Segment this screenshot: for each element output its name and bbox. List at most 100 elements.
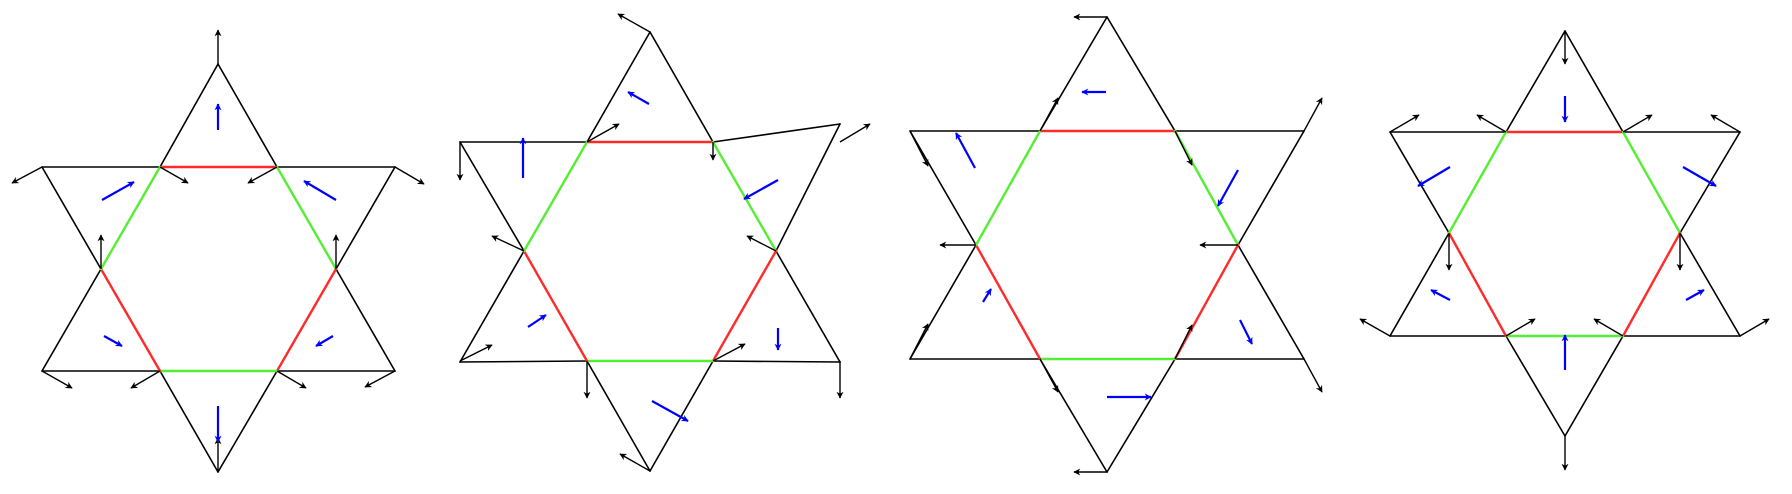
spin-arrow-blue bbox=[651, 400, 689, 422]
star-2 bbox=[456, 13, 871, 472]
star-outline-edge bbox=[41, 166, 102, 270]
spin-arrow-black bbox=[159, 166, 189, 184]
star-outline-edge bbox=[649, 360, 714, 472]
spin-arrow-black bbox=[1505, 318, 1536, 337]
spin-arrow-blue bbox=[1430, 289, 1451, 301]
green-bond bbox=[711, 140, 778, 253]
star-outline-edge bbox=[775, 123, 841, 252]
star-outline-edge bbox=[159, 370, 219, 473]
spin-arrow-blue bbox=[303, 180, 337, 201]
star-outline-edge bbox=[909, 130, 977, 246]
star-outline-edge bbox=[1679, 232, 1741, 337]
star-outline-edge bbox=[335, 166, 396, 270]
green-bond bbox=[522, 140, 589, 253]
spin-arrow-black bbox=[746, 235, 777, 252]
spin-arrow-black bbox=[276, 370, 307, 389]
spin-arrow-black bbox=[1389, 114, 1420, 133]
star-4 bbox=[1359, 30, 1770, 471]
spin-arrow-black bbox=[459, 344, 493, 362]
spin-arrow-black bbox=[11, 166, 43, 184]
star-outline-edge bbox=[1505, 335, 1566, 437]
star-outline-edge bbox=[217, 370, 278, 473]
spin-arrow-black bbox=[1174, 324, 1193, 360]
star-outline-edge bbox=[459, 141, 525, 252]
spin-arrow-blue bbox=[527, 314, 547, 328]
spin-arrow-blue bbox=[1685, 289, 1705, 301]
spin-arrow-black bbox=[1739, 318, 1770, 337]
star-outline-edge bbox=[1389, 232, 1450, 337]
red-bond bbox=[974, 243, 1042, 361]
star-1 bbox=[11, 29, 425, 473]
spin-arrow-blue bbox=[955, 132, 976, 169]
spin-arrow-black bbox=[909, 130, 929, 167]
star-outline-edge bbox=[459, 360, 588, 363]
spin-arrow-black bbox=[617, 13, 651, 33]
spin-arrow-black bbox=[839, 123, 871, 143]
star-outline-edge bbox=[217, 63, 278, 168]
star-outline-edge bbox=[1237, 244, 1305, 360]
spin-arrow-black bbox=[1593, 318, 1624, 337]
green-bond bbox=[99, 165, 162, 271]
spin-arrow-black bbox=[619, 453, 651, 472]
green-bond bbox=[1447, 130, 1508, 235]
red-bond bbox=[711, 249, 778, 363]
spin-arrow-black bbox=[491, 235, 525, 252]
spin-arrow-black bbox=[1174, 130, 1193, 166]
spin-arrow-black bbox=[586, 123, 620, 143]
spin-arrow-black bbox=[712, 343, 746, 362]
green-bond bbox=[974, 129, 1042, 247]
spin-arrow-blue bbox=[101, 181, 135, 201]
star-outline-edge bbox=[712, 360, 841, 363]
red-bond bbox=[275, 267, 338, 373]
star-outline-edge bbox=[159, 63, 219, 168]
spin-arrow-black bbox=[394, 166, 425, 185]
green-bond bbox=[275, 165, 338, 271]
spin-arrow-blue bbox=[315, 335, 334, 347]
star-outline-edge bbox=[41, 268, 102, 372]
star-outline-edge bbox=[1106, 16, 1176, 132]
spin-arrow-blue bbox=[1239, 319, 1253, 345]
red-bond bbox=[1173, 243, 1240, 361]
star-outline-edge bbox=[459, 250, 525, 363]
spin-arrow-blue bbox=[1682, 166, 1717, 187]
spin-arrow-black bbox=[1359, 318, 1391, 337]
star-outline-edge bbox=[586, 360, 651, 472]
green-bond bbox=[1621, 130, 1682, 235]
spin-arrow-black bbox=[1303, 97, 1323, 132]
spin-arrow-black bbox=[1622, 114, 1653, 133]
green-bond bbox=[1173, 129, 1240, 247]
star-outline-edge bbox=[1237, 130, 1305, 246]
spin-arrow-blue bbox=[982, 288, 992, 303]
red-bond bbox=[522, 249, 589, 363]
spin-arrow-black bbox=[1303, 358, 1323, 393]
star-outline-edge bbox=[712, 123, 841, 143]
star-outline-edge bbox=[1564, 30, 1624, 133]
spin-arrow-black bbox=[41, 370, 73, 389]
star-outline-edge bbox=[1505, 30, 1566, 133]
red-bond bbox=[99, 267, 162, 373]
spin-arrow-black bbox=[1710, 114, 1741, 133]
spin-arrow-blue bbox=[1217, 169, 1239, 207]
spin-arrow-blue bbox=[627, 91, 650, 105]
star-outline-edge bbox=[1039, 16, 1108, 132]
star-3 bbox=[909, 13, 1323, 476]
star-outline-edge bbox=[335, 268, 396, 372]
spin-arrow-blue bbox=[103, 335, 123, 347]
star-outline-edge bbox=[909, 244, 977, 360]
red-bond bbox=[1621, 231, 1682, 338]
spin-arrow-black bbox=[130, 370, 161, 389]
star-outline-edge bbox=[586, 31, 651, 143]
spin-arrow-black bbox=[1476, 114, 1507, 133]
star-outline-edge bbox=[1039, 358, 1108, 473]
spin-arrow-black bbox=[1039, 97, 1059, 132]
spin-arrow-black bbox=[364, 370, 396, 388]
spin-arrow-black bbox=[247, 166, 278, 184]
spin-arrow-black bbox=[1039, 358, 1059, 393]
star-outline-edge bbox=[1106, 358, 1176, 473]
red-bond bbox=[1447, 231, 1508, 338]
spin-arrow-blue bbox=[743, 179, 779, 200]
spin-arrow-blue bbox=[1417, 166, 1451, 187]
star-outline-edge bbox=[1389, 131, 1450, 234]
